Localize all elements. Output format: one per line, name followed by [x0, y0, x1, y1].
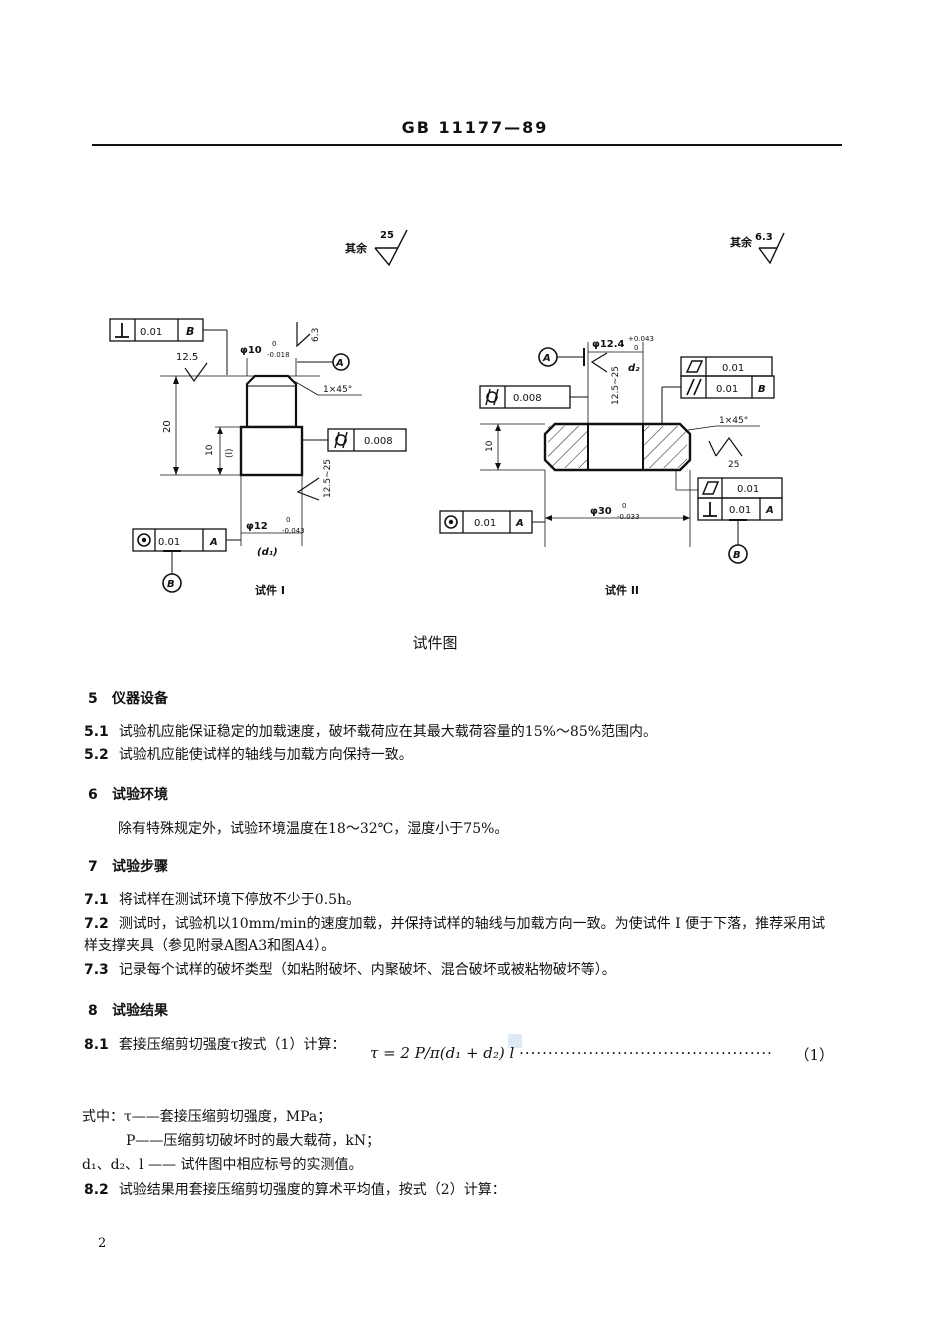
- parallelism-icon: [686, 378, 695, 396]
- header-rule: [92, 144, 842, 146]
- s1-lower-body: [239, 425, 304, 477]
- s1-rough-top: 12.5: [176, 352, 198, 363]
- specimen-2-drawing: A φ12.4 +0.043 0 d₂ 12.5~25 0.008 0.01 0…: [439, 335, 783, 597]
- where-line-2: P——压缩剪切破坏时的最大载荷，kN；: [126, 1133, 381, 1149]
- svg-text:-0.033: -0.033: [617, 513, 640, 521]
- s1-rough-low: 12.5~25: [323, 459, 333, 498]
- s2-d2: d₂: [628, 363, 640, 374]
- s1-d1: (d₁): [257, 547, 278, 558]
- roughness-symbol-right: [758, 232, 785, 265]
- s2-dia-inner: φ12.4: [592, 339, 625, 350]
- svg-text:-0.043: -0.043: [282, 527, 305, 535]
- formula-number: （1）: [794, 1046, 834, 1064]
- s2-conc-tol: 0.01: [474, 518, 496, 529]
- where-line-1: 式中：τ——套接压缩剪切强度，MPa；: [82, 1109, 332, 1125]
- figure-caption: 试件图: [412, 634, 458, 652]
- s2-flat-tol-top: 0.01: [722, 363, 744, 374]
- s1-datum-a: A: [335, 358, 344, 369]
- page-number: 2: [98, 1236, 107, 1251]
- cylindricity-icon: [486, 391, 498, 403]
- formula-leader: ········································…: [519, 1044, 773, 1062]
- s2-rough-outer: 25: [728, 460, 739, 470]
- specimen-drawing: 其余 25 其余 6.3 0.01 B 12.5 φ10 0 -0.0: [109, 229, 785, 597]
- s1-rough-top-symbol: [184, 362, 208, 383]
- roughness-symbol-left: [374, 229, 408, 267]
- s1-chamfer: 1×45°: [323, 385, 352, 395]
- s1-perp-ref: B: [186, 325, 194, 338]
- s2-datum-b: B: [733, 550, 741, 561]
- roughness-value-right: 6.3: [755, 232, 773, 243]
- s2-rough-inner: 12.5~25: [611, 366, 621, 405]
- s2-hatch-right: [643, 426, 687, 468]
- document-header: GB 11177—89: [401, 118, 549, 137]
- flatness-icon: [685, 360, 704, 373]
- s2-perp-tol: 0.01: [729, 505, 751, 516]
- formula-1: τ = 2 P/π(d₁ + d₂) l ···················…: [370, 1044, 840, 1064]
- s1-height: 20: [162, 420, 173, 433]
- scan-artifact: [508, 1034, 522, 1048]
- s1-upper-pin: [245, 374, 298, 429]
- formula-expression: τ = 2 P/π(d₁ + d₂) l: [370, 1044, 515, 1062]
- roughness-value-left: 25: [380, 230, 394, 241]
- s1-length-sym: (l): [225, 448, 235, 458]
- concentricity-icon: [444, 515, 458, 529]
- s1-length: 10: [205, 444, 215, 456]
- specimen-1-label: 试件 I: [255, 583, 285, 597]
- specimen-1-drawing: 0.01 B 12.5 φ10 0 -0.018 6.3 A 1×45° 2: [109, 318, 407, 597]
- s2-chamfer: 1×45°: [719, 416, 748, 426]
- s1-datum-b-circle: [162, 573, 182, 593]
- s1-cyl-tol: 0.008: [364, 436, 393, 447]
- svg-text:0: 0: [286, 516, 290, 524]
- s2-datum-b-circle: [728, 544, 748, 564]
- svg-text:-0.018: -0.018: [267, 351, 290, 359]
- s1-rough-side: 6.3: [311, 328, 321, 342]
- roughness-label-left: 其余: [345, 241, 368, 255]
- svg-text:+0.043: +0.043: [628, 335, 654, 343]
- s2-height: 10: [485, 440, 495, 452]
- svg-text:0: 0: [272, 340, 276, 348]
- s2-hatch-left: [548, 426, 588, 468]
- s2-cyl-tol: 0.008: [513, 393, 542, 404]
- svg-text:0: 0: [622, 502, 626, 510]
- s2-datum-a: A: [542, 353, 551, 364]
- cylindricity-icon: [335, 434, 347, 446]
- svg-text:0: 0: [634, 344, 638, 352]
- roughness-note-left: 其余 25: [345, 229, 408, 267]
- s1-conc-ref: A: [209, 537, 218, 548]
- s1-datum-a-circle: [332, 353, 350, 371]
- flatness-icon: [701, 481, 720, 495]
- s1-datum-b: B: [167, 579, 175, 590]
- s1-dia-bottom: φ12: [246, 521, 268, 532]
- s1-perp-tol: 0.01: [140, 327, 162, 338]
- clause-6-text: 除有特殊规定外，试验环境温度在18～32℃，湿度小于75%。: [118, 821, 509, 837]
- specimen-2-label: 试件 II: [605, 583, 639, 597]
- s2-dia-outer: φ30: [590, 506, 612, 517]
- s2-flat-tol-bottom: 0.01: [737, 484, 759, 495]
- s2-perp-ref: A: [765, 505, 774, 516]
- s1-dia-top: φ10: [240, 345, 262, 356]
- s2-parallel-tol: 0.01: [716, 384, 738, 395]
- s2-parallel-ref: B: [758, 384, 766, 395]
- roughness-note-right: 其余 6.3: [730, 232, 785, 265]
- where-line-3: d₁、d₂、l —— 试件图中相应标号的实测值。: [82, 1157, 363, 1173]
- roughness-label-right: 其余: [730, 235, 753, 249]
- concentricity-icon: [137, 533, 151, 547]
- s2-conc-ref: A: [515, 518, 524, 529]
- s1-conc-tol: 0.01: [158, 537, 180, 548]
